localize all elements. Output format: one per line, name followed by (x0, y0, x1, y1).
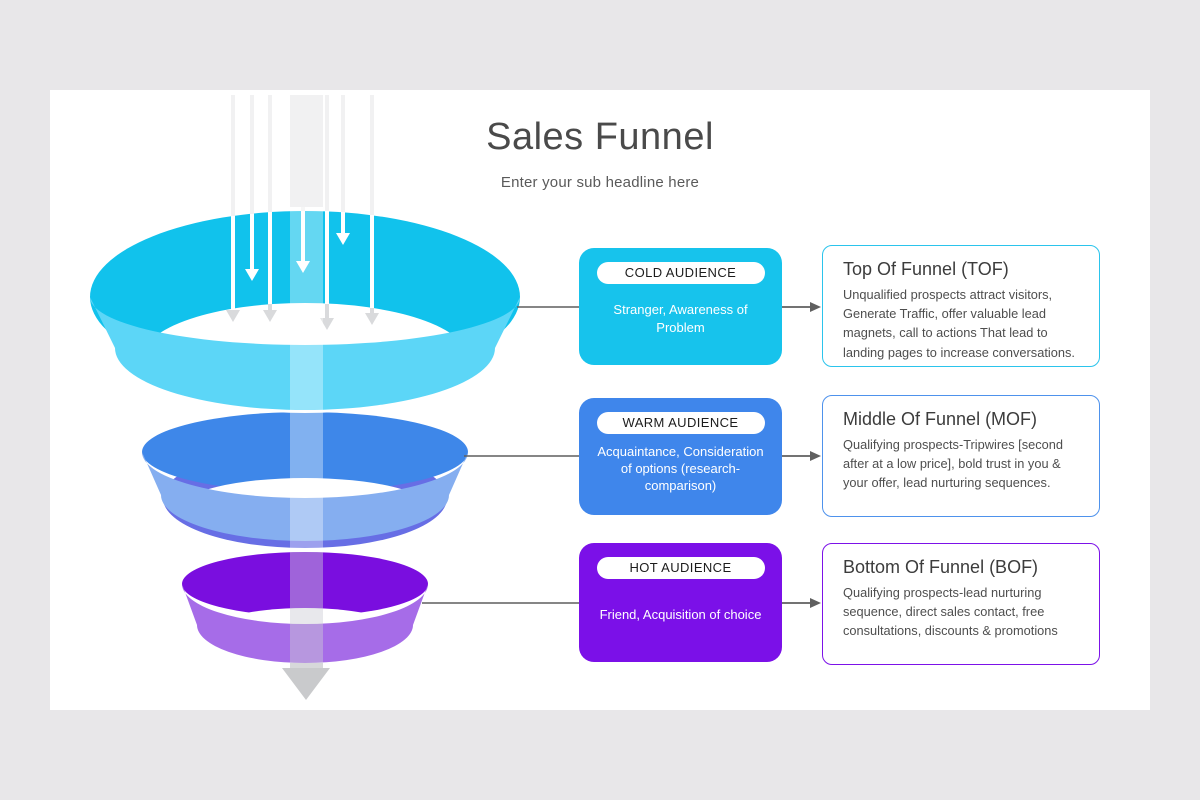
slide: Sales Funnel Enter your sub headline her… (50, 90, 1150, 710)
flow-arrow-icon (282, 95, 330, 700)
detail-card-tof: Top Of Funnel (TOF) Unqualified prospect… (822, 245, 1100, 367)
inflow-arrow-icon (226, 95, 240, 322)
card-body: Qualifying prospects-lead nurturing sequ… (843, 585, 1058, 639)
funnel-tier-middle (142, 412, 468, 541)
inflow-arrow-icon (365, 95, 379, 325)
audience-pill: WARM AUDIENCE (596, 412, 765, 434)
audience-box-warm: WARM AUDIENCE Acquaintance, Consideratio… (579, 398, 782, 515)
audience-box-hot: HOT AUDIENCE Friend, Acquisition of choi… (579, 543, 782, 662)
card-title: Top Of Funnel (TOF) (843, 259, 1009, 279)
stage-arrows (782, 302, 821, 608)
audience-box-cold: COLD AUDIENCE Stranger, Awareness of Pro… (579, 248, 782, 365)
inflow-arrow-icon (320, 95, 334, 330)
detail-card-mof: Middle Of Funnel (MOF) Qualifying prospe… (822, 395, 1100, 517)
inflow-arrow-icon (263, 95, 277, 322)
card-title: Middle Of Funnel (MOF) (843, 409, 1038, 429)
funnel-illustration (90, 95, 821, 700)
page-title: Sales Funnel (486, 116, 714, 158)
right-arrow-icon (782, 451, 821, 461)
page-subtitle: Enter your sub headline here (500, 174, 700, 191)
audience-pill: HOT AUDIENCE (596, 557, 765, 579)
card-body: Qualifying prospects-Tripwires [second a… (843, 437, 1064, 491)
right-arrow-icon (782, 302, 821, 312)
inflow-arrow-icon (245, 95, 259, 281)
card-body: Unqualified prospects attract visitors, … (843, 287, 1075, 360)
connector-lines (422, 306, 579, 604)
audience-description: Stranger, Awareness of Problem (613, 302, 748, 335)
funnel-tier-top (90, 211, 520, 413)
funnel-tier-bottom (182, 552, 428, 663)
audience-description: Friend, Acquisition of choice (599, 606, 762, 622)
audience-pill: COLD AUDIENCE (596, 262, 765, 284)
inflow-arrow-icon (336, 95, 350, 245)
card-title: Bottom Of Funnel (BOF) (843, 557, 1039, 577)
detail-card-bof: Bottom Of Funnel (BOF) Qualifying prospe… (822, 543, 1100, 665)
right-arrow-icon (782, 598, 821, 608)
audience-description: Acquaintance, Consideration of options (… (597, 443, 764, 494)
